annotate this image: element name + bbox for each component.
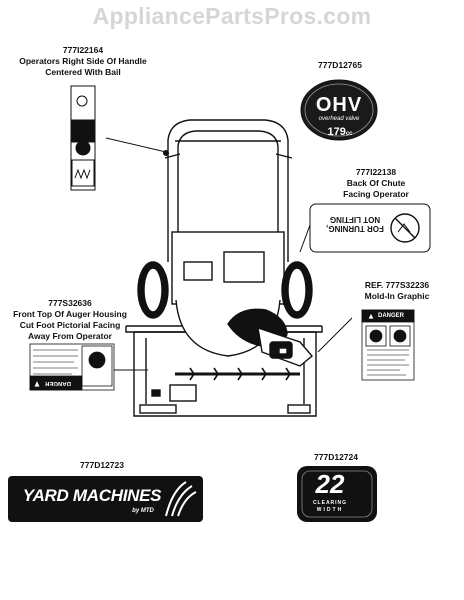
auger-danger-text: DANGER [45, 380, 72, 386]
auger-danger-decal [29, 343, 115, 391]
chute-warning-line-1: FOR TURNING, [326, 224, 384, 233]
mold-part-number: REF. 777S32236 [364, 280, 430, 290]
handle-part-number: 777I22164 [62, 45, 104, 55]
auger-part-number: 777S32636 [48, 298, 92, 308]
auger-location-2: Cut Foot Pictorial Facing [19, 320, 121, 330]
yard-machines-logo [8, 476, 203, 522]
handle-location-1: Operators Right Side Of Handle [19, 56, 147, 66]
chute-warning: FOR TURNING, NOT LIFTING [318, 215, 392, 233]
auger-location-1: Front Top Of Auger Housing [13, 309, 127, 319]
chute-label: 777I22138 Back Of Chute Facing Operator [326, 167, 426, 200]
clearing-width-badge [297, 466, 377, 522]
yard-part-number: 777D12723 [80, 460, 124, 470]
handle-label: 777I22164 Operators Right Side Of Handle… [0, 45, 166, 78]
snowblower-outline [125, 119, 323, 417]
ohv-badge [300, 79, 378, 141]
mold-location: Mold-In Graphic [364, 291, 430, 301]
chute-decal [309, 203, 431, 253]
auger-location-3: Away From Operator [28, 331, 112, 341]
chute-location-1: Back Of Chute [346, 178, 406, 188]
ohv-subtitle: overhead valve [318, 116, 360, 122]
chute-warning-line-2: NOT LIFTING [329, 215, 381, 224]
handle-decal [70, 85, 96, 191]
watermark: AppliancePartsPros.com [92, 3, 372, 29]
ohv-cc-value: 179 [327, 126, 346, 138]
handle-location-2: Centered With Bail [45, 67, 121, 77]
ohv-cc-unit: cc [345, 131, 353, 137]
yard-by-text: by MTD [132, 508, 154, 514]
ohv-displacement: 179cc [318, 122, 362, 140]
leader-lines [105, 137, 353, 371]
clearing-number: 22 [315, 469, 345, 499]
auger-label: 777S32636 Front Top Of Auger Housing Cut… [0, 298, 140, 342]
mold-label: REF. 777S32236 Mold-In Graphic [338, 280, 456, 302]
ohv-part-number: 777D12765 [318, 60, 362, 70]
mold-danger-text: DANGER [377, 313, 404, 319]
yard-brand-text: YARD MACHINES [22, 486, 162, 505]
clearing-sub-1: CLEARING [312, 500, 348, 506]
chute-location-2: Facing Operator [343, 189, 409, 199]
clearing-sub-2: WIDTH [316, 507, 344, 513]
mold-danger-decal [361, 309, 415, 381]
ohv-badge-text: OHV [315, 94, 363, 116]
clearing-part-number: 777D12724 [314, 452, 358, 462]
chute-part-number: 777I22138 [355, 167, 397, 177]
